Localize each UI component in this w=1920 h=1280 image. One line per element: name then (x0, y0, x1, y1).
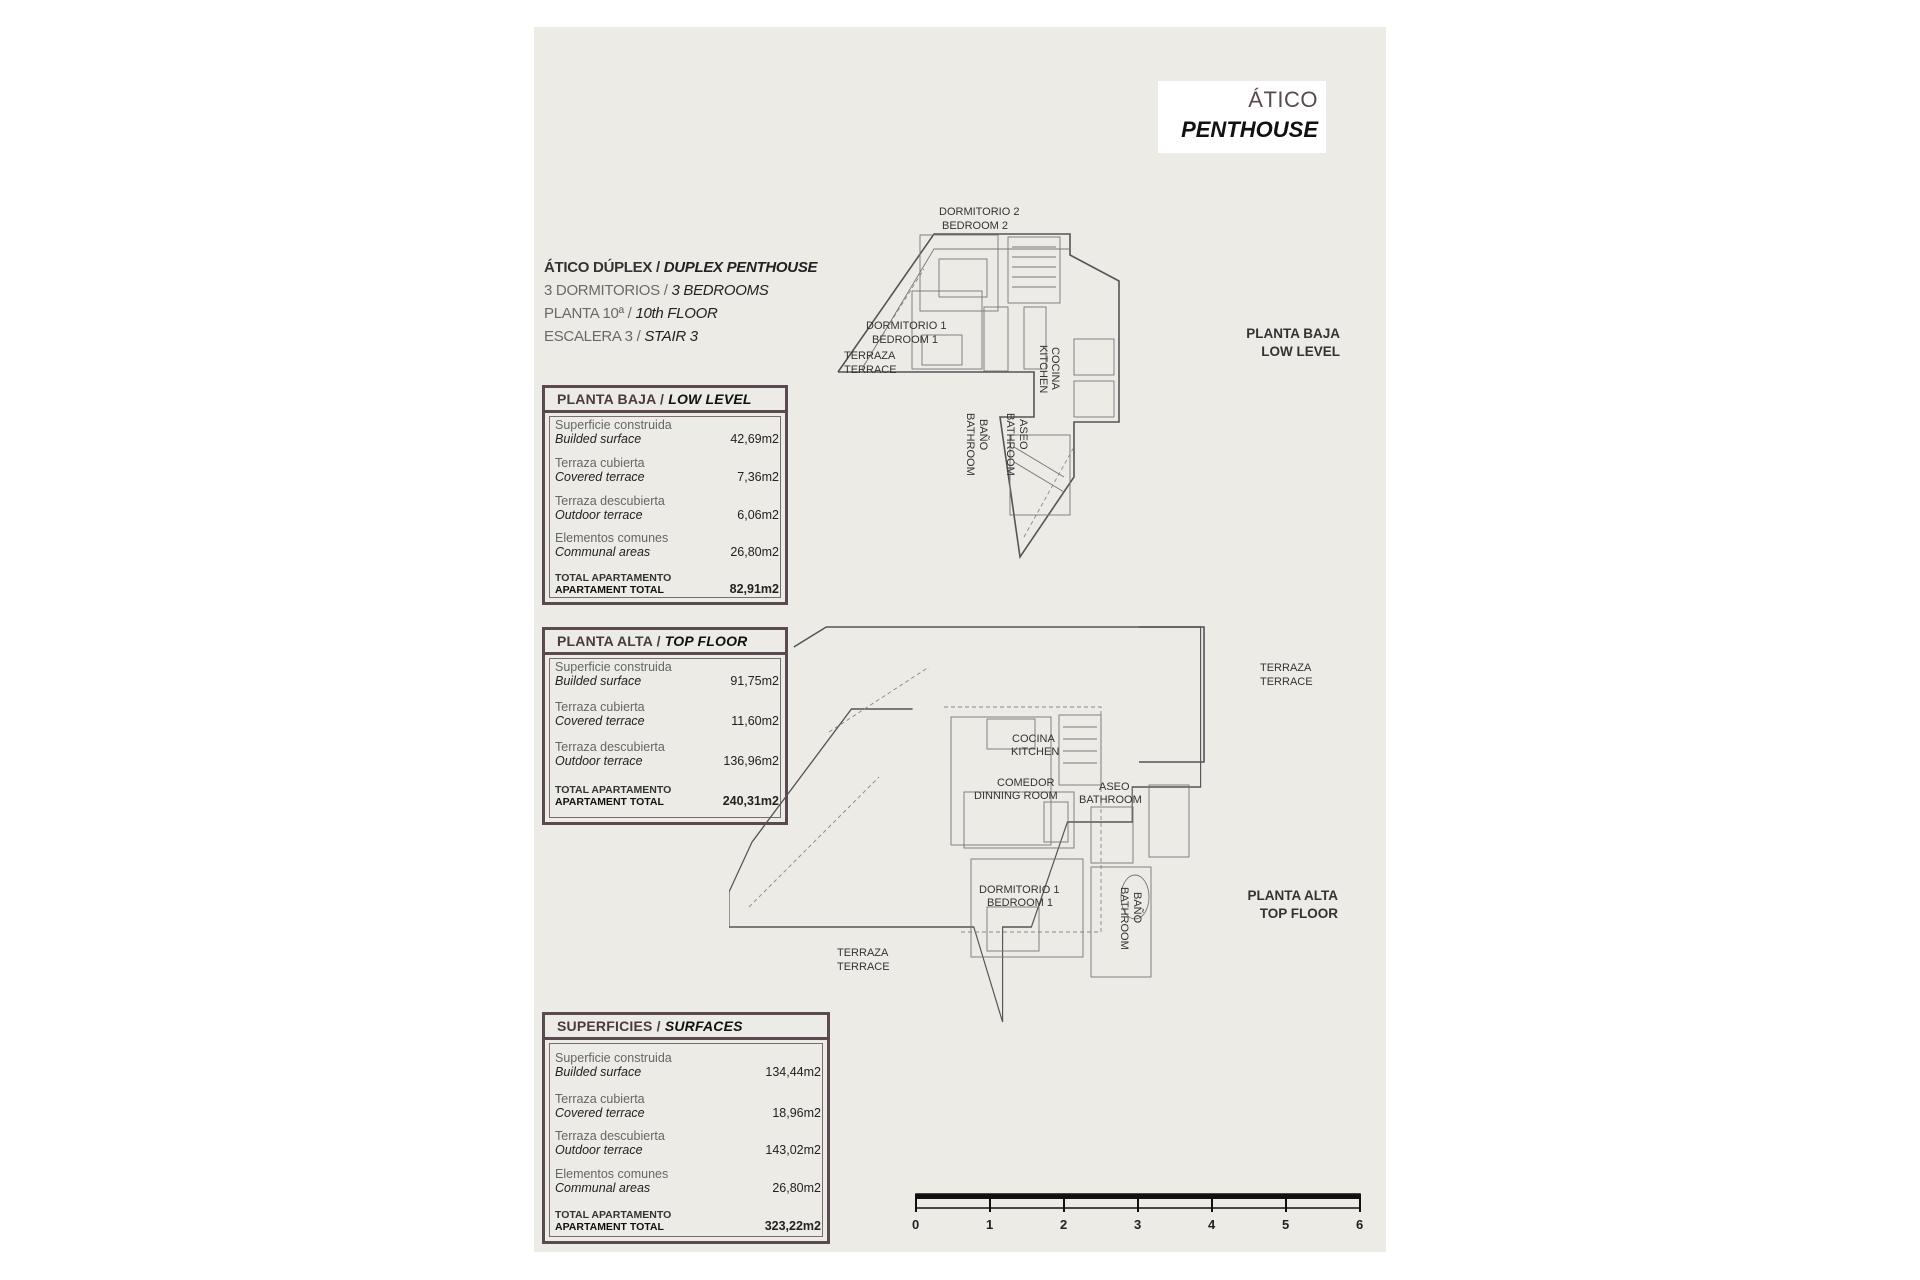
top-terrace-label: TERRAZA TERRACE (1260, 662, 1313, 688)
low-label-bath-es: BAÑO (977, 419, 990, 451)
scale-tick-6: 6 (1356, 1217, 1364, 1232)
top-label-aseo-es: ASEO (1099, 781, 1130, 793)
surfaces-header: SUPERFICIES / SURFACES (545, 1015, 827, 1040)
summary-block: ÁTICO DÚPLEX / DUPLEX PENTHOUSE 3 DORMIT… (544, 256, 818, 348)
summary-line-type: ÁTICO DÚPLEX / DUPLEX PENTHOUSE (544, 259, 818, 276)
title-box: ÁTICO PENTHOUSE (1158, 81, 1326, 153)
title-spanish: ÁTICO (1248, 87, 1318, 112)
title-english: PENTHOUSE (1181, 117, 1318, 142)
low-label-terrace-es: TERRAZA (844, 350, 896, 362)
low-label-dorm1-en: BEDROOM 1 (872, 334, 938, 346)
top-floor-header: PLANTA ALTA / TOP FLOOR (545, 630, 785, 655)
top-floor-plan: COCINA KITCHEN COMEDOR DINNING ROOM ASEO… (729, 626, 1205, 1023)
top-label-bath-en: BATHROOM (1118, 887, 1130, 950)
low-label-terrace-en: TERRACE (844, 364, 897, 376)
scale-tick-3: 3 (1134, 1217, 1142, 1232)
svg-text:TERRAZA: TERRAZA (1260, 662, 1312, 674)
scale-tick-1: 1 (986, 1217, 994, 1232)
top-label-kitchen-es: COCINA (1012, 733, 1055, 745)
top-label-aseo-en: BATHROOM (1079, 794, 1142, 806)
low-label-dorm2-es: DORMITORIO 2 (939, 206, 1019, 218)
low-label-bath-en: BATHROOM (964, 413, 976, 476)
low-label-aseo-en: BATHROOM (1004, 413, 1016, 476)
scale-tick-0: 0 (912, 1217, 920, 1232)
svg-text:TERRACE: TERRACE (1260, 676, 1313, 688)
top-label-dining-es: COMEDOR (997, 777, 1055, 789)
low-label-dorm2-en: BEDROOM 2 (942, 220, 1008, 232)
scale-tick-5: 5 (1282, 1217, 1290, 1232)
scale-tick-4: 4 (1208, 1217, 1216, 1232)
top-label-dining-en: DINNING ROOM (974, 790, 1058, 802)
top-label-terrace1-es: TERRAZA (837, 947, 889, 959)
summary-line-bedrooms: 3 DORMITORIOS / 3 BEDROOMS (544, 282, 769, 299)
surfaces-table: SUPERFICIES / SURFACES Superficie constr… (542, 1012, 830, 1244)
summary-line-stair: ESCALERA 3 / STAIR 3 (544, 328, 698, 345)
floor-plan-sheet: ÁTICO PENTHOUSE ÁTICO DÚPLEX / DUPLEX PE… (534, 27, 1386, 1252)
top-label-kitchen-en: KITCHEN (1011, 746, 1059, 758)
low-label-dorm1-es: DORMITORIO 1 (866, 320, 946, 332)
top-label-terrace1-en: TERRACE (837, 961, 890, 973)
low-level-plan: DORMITORIO 2 BEDROOM 2 DORMITORIO 1 BEDR… (837, 206, 1120, 560)
low-level-table: PLANTA BAJA / LOW LEVEL Superficie const… (542, 385, 788, 605)
top-label-bath-es: BAÑO (1131, 892, 1144, 924)
scale-bar (915, 1193, 1361, 1212)
summary-line-floor: PLANTA 10ª / 10th FLOOR (544, 305, 718, 322)
top-label-dorm1-en: BEDROOM 1 (987, 897, 1053, 909)
top-floor-table: PLANTA ALTA / TOP FLOOR Superficie const… (542, 627, 788, 825)
low-label-kitchen-es: COCINA (1049, 347, 1061, 390)
low-label-kitchen-en: KITCHEN (1037, 345, 1049, 393)
top-label-dorm1-es: DORMITORIO 1 (979, 884, 1059, 896)
low-level-header: PLANTA BAJA / LOW LEVEL (545, 388, 785, 413)
low-label-aseo-es: ASEO (1017, 419, 1029, 450)
scale-tick-2: 2 (1060, 1217, 1068, 1232)
